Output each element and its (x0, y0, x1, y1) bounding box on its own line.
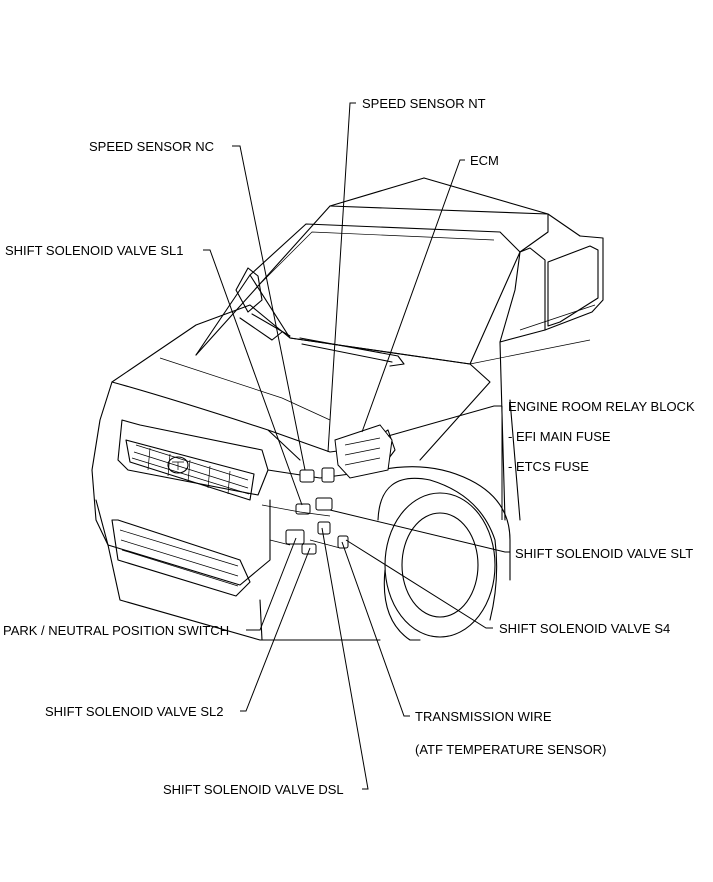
label-shift-solenoid-valve-sl1: SHIFT SOLENOID VALVE SL1 (5, 243, 183, 258)
callout-labels: SPEED SENSOR NT SPEED SENSOR NC ECM SHIF… (3, 96, 695, 797)
label-shift-solenoid-valve-slt: SHIFT SOLENOID VALVE SLT (515, 546, 693, 561)
label-transmission-wire: TRANSMISSION WIRE (415, 709, 552, 724)
label-park-neutral-position-switch: PARK / NEUTRAL POSITION SWITCH (3, 623, 229, 638)
label-shift-solenoid-valve-dsl: SHIFT SOLENOID VALVE DSL (163, 782, 344, 797)
vehicle-illustration (91, 177, 604, 641)
label-atf-temperature-sensor: (ATF TEMPERATURE SENSOR) (415, 742, 606, 757)
label-efi-main-fuse: - EFI MAIN FUSE (508, 429, 611, 444)
leader-lines (203, 102, 510, 790)
label-shift-solenoid-valve-sl2: SHIFT SOLENOID VALVE SL2 (45, 704, 223, 719)
label-etcs-fuse: - ETCS FUSE (508, 459, 589, 474)
label-speed-sensor-nc: SPEED SENSOR NC (89, 139, 214, 154)
label-shift-solenoid-valve-s4: SHIFT SOLENOID VALVE S4 (499, 621, 670, 636)
label-engine-room-relay-block: ENGINE ROOM RELAY BLOCK (508, 399, 695, 414)
transmission-components (261, 467, 349, 555)
label-speed-sensor-nt: SPEED SENSOR NT (362, 96, 486, 111)
label-ecm: ECM (470, 153, 499, 168)
